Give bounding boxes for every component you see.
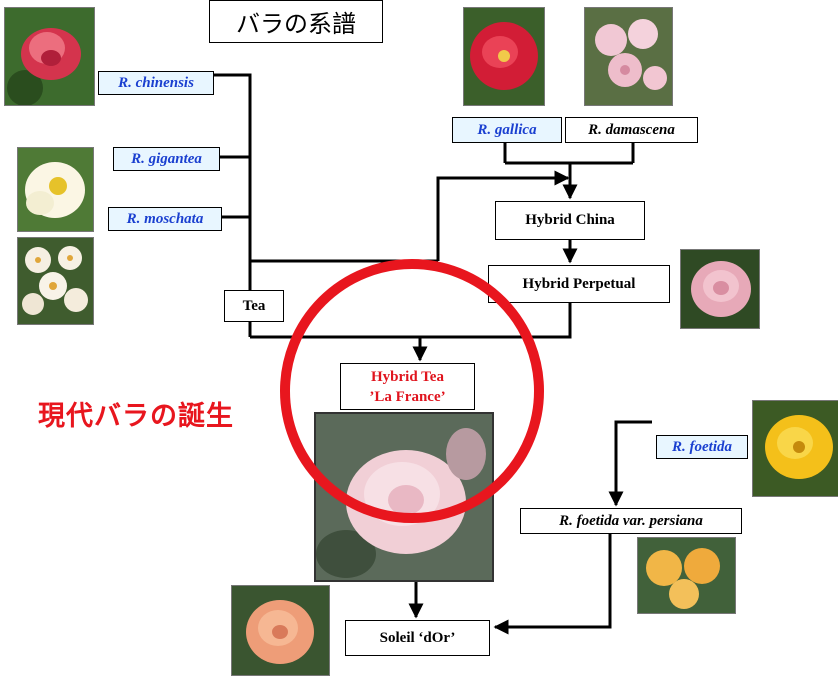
- node-r-chinensis: R. chinensis: [98, 71, 214, 95]
- soleil-dor-rose-photo: [231, 585, 330, 676]
- node-r-gallica: R. gallica: [452, 117, 562, 143]
- node-hybrid-china: Hybrid China: [495, 201, 645, 240]
- node-r-moschata: R. moschata: [108, 207, 222, 231]
- page-title: バラの系譜: [209, 0, 383, 43]
- red-circle-icon: [280, 259, 544, 523]
- node-r-foetida: R. foetida: [656, 435, 748, 459]
- hybrid-tea-label: Hybrid Tea: [371, 368, 444, 385]
- rose-icon: [638, 538, 735, 613]
- node-tea: Tea: [224, 290, 284, 322]
- persiana-rose-photo: [637, 537, 736, 614]
- rose-icon: [5, 8, 94, 105]
- node-hybrid-tea-la-france: Hybrid Tea ’La France’: [340, 363, 475, 410]
- rose-icon: [18, 238, 93, 324]
- node-r-gigantea: R. gigantea: [113, 147, 220, 171]
- la-france-rose-photo: [314, 412, 494, 582]
- rose-icon: [753, 401, 838, 496]
- node-r-foetida-var-persiana: R. foetida var. persiana: [520, 508, 742, 534]
- chinensis-rose-photo: [4, 7, 95, 106]
- foetida-rose-photo: [752, 400, 838, 497]
- gallica-rose-photo: [463, 7, 545, 106]
- damascena-rose-photo: [584, 7, 673, 106]
- rose-icon: [464, 8, 544, 105]
- la-france-label: ’La France’: [369, 388, 446, 405]
- node-r-damascena: R. damascena: [565, 117, 698, 143]
- rose-icon: [316, 414, 492, 580]
- rose-icon: [585, 8, 672, 105]
- gigantea-rose-photo: [17, 147, 94, 232]
- hybrid-perpetual-rose-photo: [680, 249, 760, 329]
- rose-icon: [18, 148, 93, 231]
- rose-icon: [681, 250, 759, 328]
- moschata-rose-photo: [17, 237, 94, 325]
- node-soleil-dor: Soleil ‘dOr’: [345, 620, 490, 656]
- rose-icon: [232, 586, 329, 675]
- node-hybrid-perpetual: Hybrid Perpetual: [488, 265, 670, 303]
- modern-rose-birth-label: 現代バラの誕生: [38, 401, 234, 432]
